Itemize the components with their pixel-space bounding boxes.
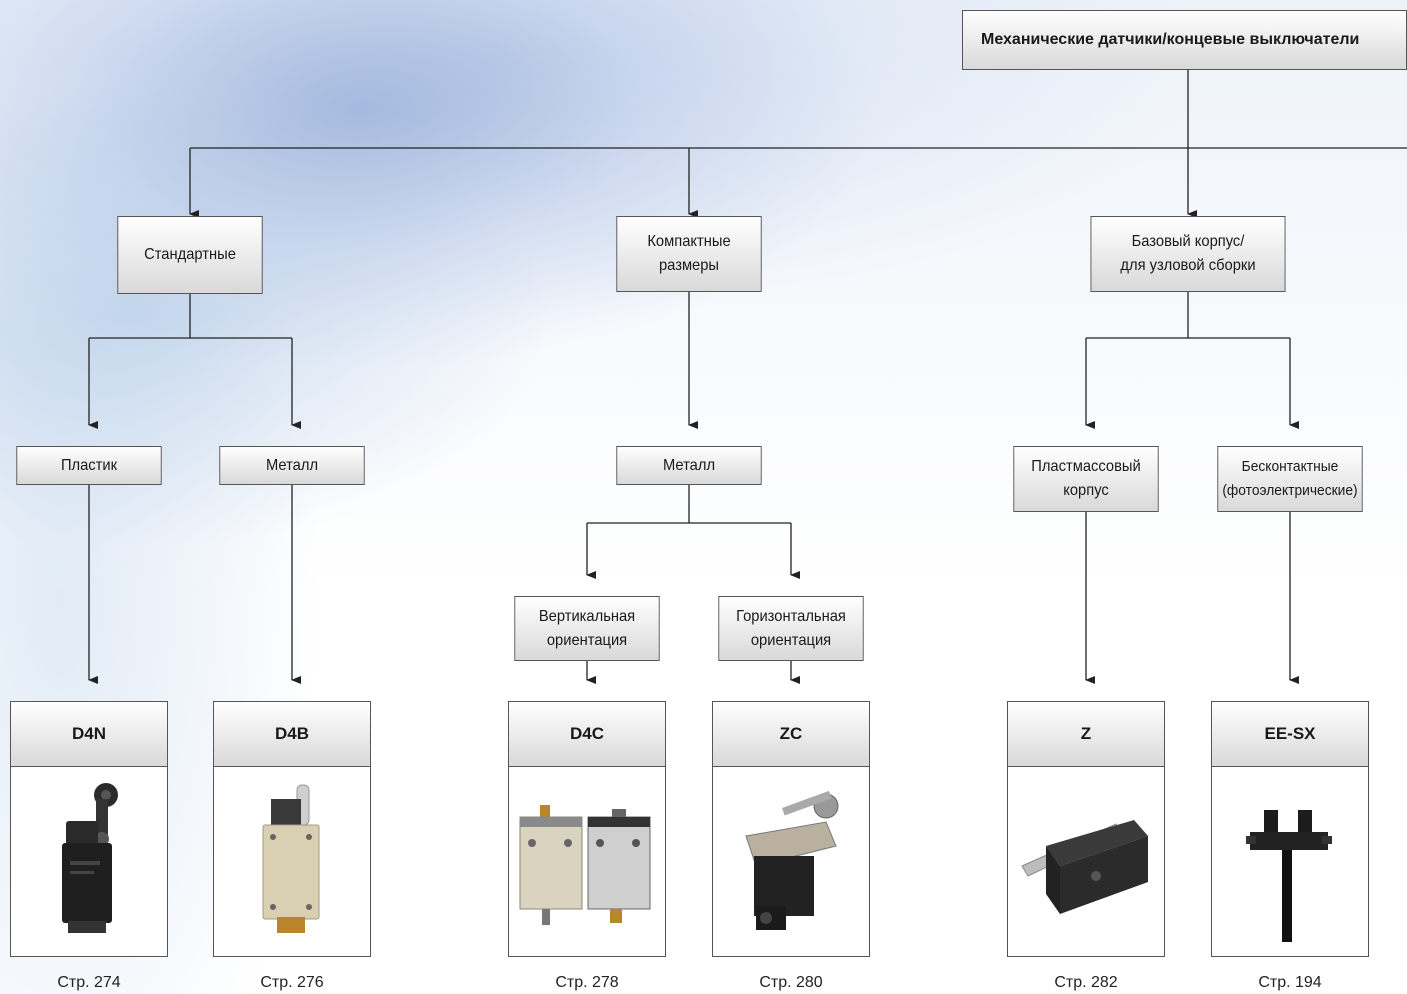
subcategory-vertical: Вертикальная ориентация: [514, 596, 660, 661]
page-ref-zc: Стр. 280: [759, 974, 823, 991]
subcategory-contactless: Бесконтактные (фотоэлектрические): [1217, 446, 1363, 512]
compact-limit-switch-plunger-icon: [509, 766, 665, 956]
category-compact-line2: размеры: [658, 257, 720, 274]
metal-limit-switch-roller-lever-icon: [214, 766, 370, 956]
root-label: Механические датчики/концевые выключател…: [981, 31, 1360, 48]
subcategory-plastic-label: Пластик: [60, 456, 118, 474]
product-name: EE-SX: [1212, 702, 1368, 767]
product-card-z[interactable]: Z: [1007, 701, 1165, 957]
product-card-ee-sx[interactable]: EE-SX: [1211, 701, 1369, 957]
subcategory-horizontal-line1: Горизонтальная: [736, 607, 846, 625]
subcategory-metal-standard-label: Металл: [265, 456, 319, 474]
product-name: D4B: [214, 702, 370, 767]
category-basic-line2: для узловой сборки: [1120, 257, 1256, 274]
subcategory-vertical-line2: ориентация: [546, 631, 628, 649]
page-ref-z: Стр. 282: [1054, 974, 1118, 991]
product-name: Z: [1008, 702, 1164, 767]
horizontal-limit-switch-roller-icon: [713, 766, 869, 956]
subcategory-plastic-case-line2: корпус: [1063, 482, 1109, 499]
category-basic-line1: Базовый корпус/: [1131, 233, 1245, 250]
product-card-d4c[interactable]: D4C: [508, 701, 666, 957]
product-name: D4N: [11, 702, 167, 767]
page-ref-d4b: Стр. 276: [260, 974, 324, 991]
category-compact-line1: Компактные: [647, 233, 731, 250]
subcategory-horizontal-line2: ориентация: [750, 631, 832, 649]
root-node: Механические датчики/концевые выключател…: [962, 10, 1407, 70]
page-ref-d4n: Стр. 274: [57, 974, 121, 991]
category-standard-label: Стандартные: [144, 246, 236, 263]
subcategory-vertical-line1: Вертикальная: [538, 607, 636, 625]
plastic-limit-switch-roller-lever-icon: [11, 766, 167, 956]
basic-switch-lever-icon: [1008, 766, 1164, 956]
subcategory-plastic-case: Пластмассовый корпус: [1013, 446, 1159, 512]
product-card-d4n[interactable]: D4N: [10, 701, 168, 957]
slot-photo-microsensor-icon: [1212, 766, 1368, 956]
subcategory-contactless-line2: (фотоэлектрические): [1222, 482, 1358, 499]
product-name: ZC: [713, 702, 869, 767]
category-standard: Стандартные: [117, 216, 263, 294]
page-ref-d4c: Стр. 278: [555, 974, 619, 991]
subcategory-metal-compact: Металл: [616, 446, 762, 485]
subcategory-metal-standard: Металл: [219, 446, 365, 485]
category-basic: Базовый корпус/ для узловой сборки: [1090, 216, 1286, 292]
product-card-zc[interactable]: ZC: [712, 701, 870, 957]
subcategory-plastic-case-line1: Пластмассовый: [1031, 458, 1141, 475]
subcategory-contactless-line1: Бесконтактные: [1241, 458, 1339, 475]
category-compact: Компактные размеры: [616, 216, 762, 292]
subcategory-horizontal: Горизонтальная ориентация: [718, 596, 864, 661]
subcategory-plastic: Пластик: [16, 446, 162, 485]
page-ref-ee-sx: Стр. 194: [1258, 974, 1322, 991]
product-card-d4b[interactable]: D4B: [213, 701, 371, 957]
product-name: D4C: [509, 702, 665, 767]
subcategory-metal-compact-label: Металл: [662, 456, 716, 474]
